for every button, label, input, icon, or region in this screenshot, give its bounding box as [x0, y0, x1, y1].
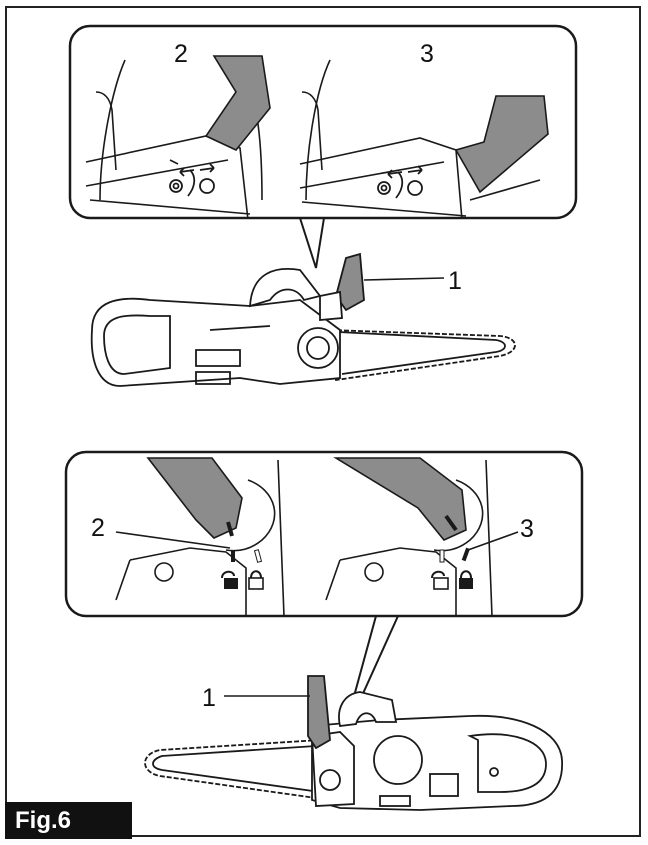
bottom-left-number: 2	[91, 514, 105, 542]
bottom-chainsaw	[144, 675, 563, 811]
lock-mark-left	[253, 549, 263, 563]
top-chainsaw	[90, 252, 516, 387]
bottom-left-handle	[146, 457, 243, 539]
bottom-front-handle-frame	[338, 691, 398, 727]
top-body	[90, 297, 341, 387]
bottom-chain-bar	[144, 739, 332, 802]
bottom-detail-callout: 2 3	[64, 450, 584, 741]
top-detail-left	[85, 55, 271, 218]
top-callout-box	[68, 24, 578, 220]
top-lever-leader	[363, 277, 445, 281]
top-left-number: 2	[174, 40, 188, 68]
unlock-icon-2	[431, 570, 449, 590]
bottom-motor-housing	[373, 735, 423, 785]
top-detail-right	[299, 59, 549, 218]
lock-icon	[248, 570, 264, 590]
bottom-right-leader	[467, 531, 519, 551]
top-right-number: 3	[420, 40, 434, 68]
top-lever	[335, 252, 365, 312]
top-lever-callout: 1	[448, 267, 462, 295]
bottom-right-number: 3	[520, 515, 534, 543]
top-detail-callout: 2 3	[68, 24, 578, 269]
bottom-body	[311, 714, 563, 811]
unlock-mark-right	[439, 549, 445, 563]
lock-icon-2	[459, 570, 473, 589]
top-callout-pointer	[299, 217, 325, 269]
top-sprocket-cover	[297, 327, 339, 369]
bottom-right-handle	[333, 457, 467, 541]
page-frame	[5, 6, 641, 837]
bottom-lever	[307, 675, 331, 750]
direction-arrows-icon	[169, 163, 215, 197]
bottom-lever-callout: 1	[202, 684, 216, 712]
unlock-mark-left	[231, 550, 235, 562]
top-front-handle-frame	[249, 268, 322, 308]
top-chain-bar	[328, 329, 516, 382]
bottom-detail-right	[325, 457, 493, 616]
bottom-left-leader	[115, 531, 231, 549]
bottom-callout-box	[64, 450, 584, 618]
bottom-detail-left	[115, 457, 285, 616]
top-right-handle	[454, 95, 549, 194]
lock-mark-right	[461, 547, 470, 562]
figure-label: Fig.6	[5, 802, 132, 839]
top-left-handle	[204, 55, 271, 151]
unlock-icon	[221, 570, 238, 589]
direction-arrows-icon-2	[377, 165, 423, 199]
